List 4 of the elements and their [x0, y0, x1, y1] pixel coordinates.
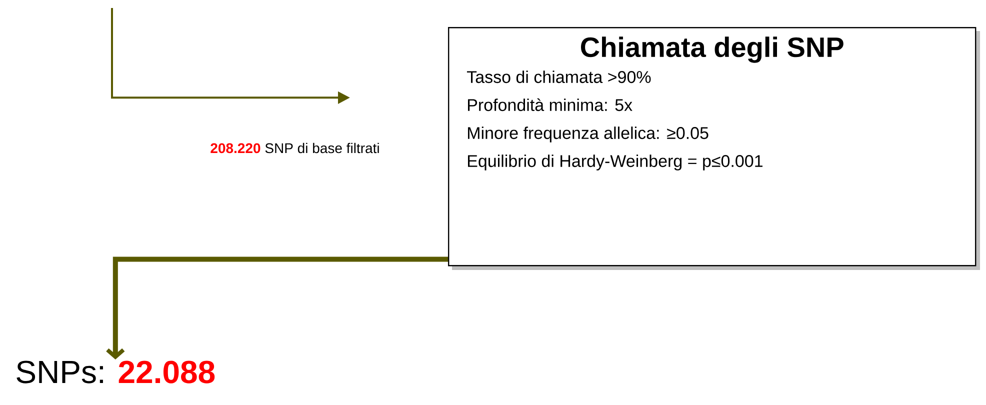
result-label: SNPs: 22.088: [16, 360, 215, 384]
count-label: 208.220 SNP di base filtrati: [210, 142, 379, 154]
arrow: [106, 256, 448, 360]
criteria-box: Chiamata degli SNP Tasso di chiamata >90% Profondità minima: 5x Minore frequenza allelica: ≥0.05 Equilibrio di Hardy-Weinberg = p≤0.001: [448, 27, 980, 270]
